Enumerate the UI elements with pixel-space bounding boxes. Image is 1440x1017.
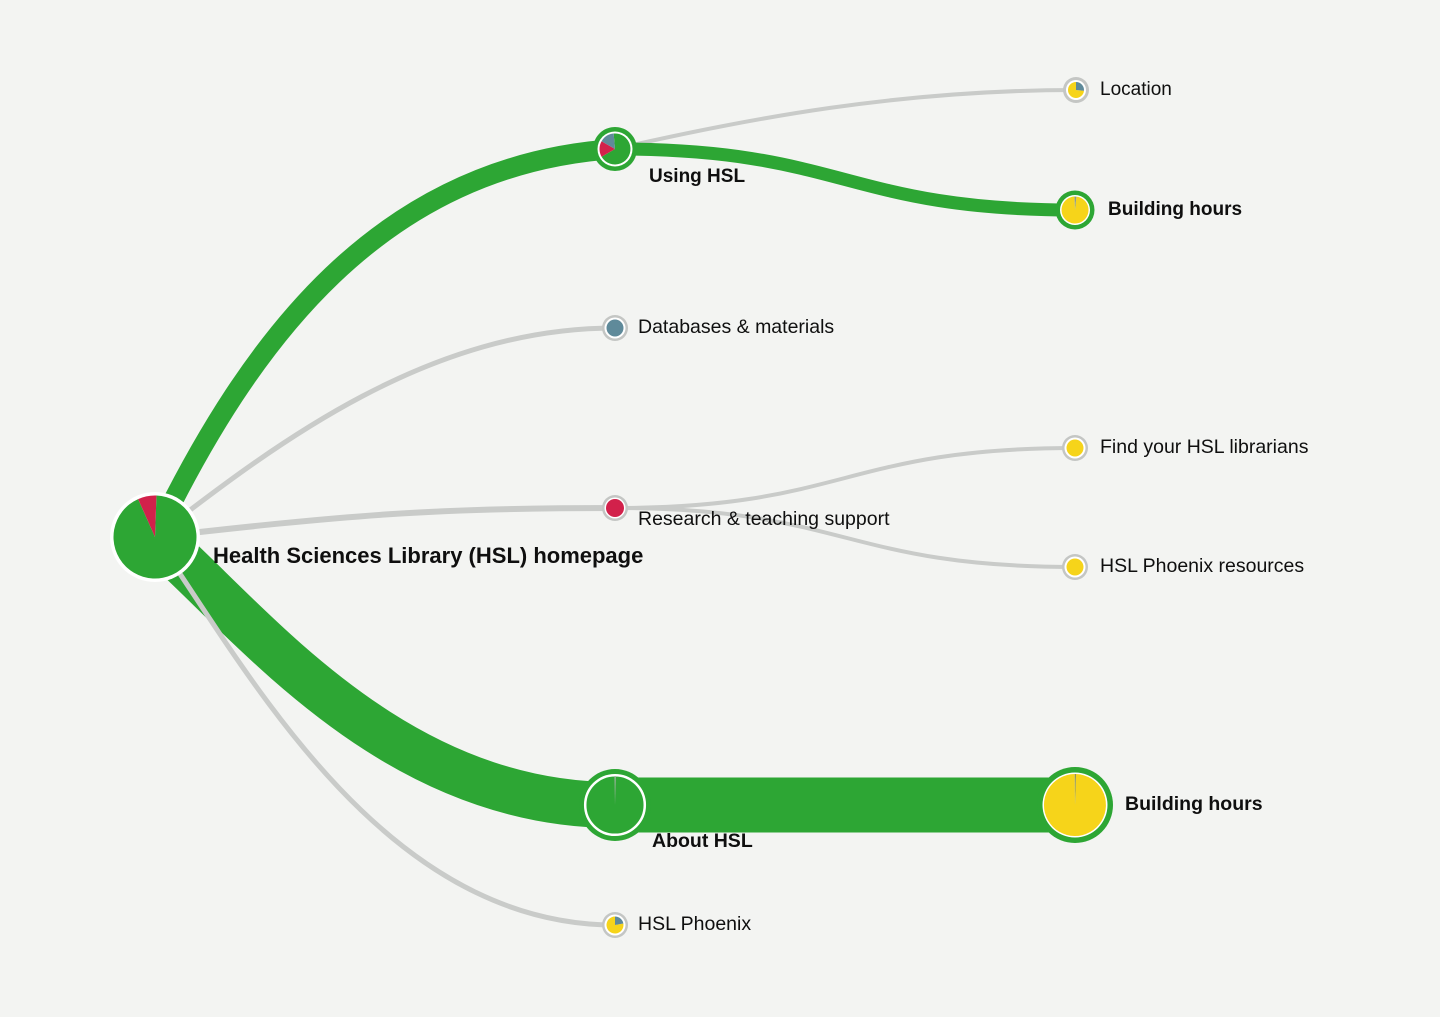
pie-slice-yellow (1066, 439, 1084, 457)
node-using-hsl[interactable] (593, 127, 637, 171)
pie-slice-slate (615, 916, 624, 925)
edge-research-to-phoenix-resources (614, 506, 1076, 569)
node-label-location: Location (1100, 79, 1172, 100)
pie-slice-red (599, 141, 615, 157)
node-label-databases: Databases & materials (638, 316, 834, 338)
node-building-hours-top[interactable] (1055, 190, 1095, 230)
pie-slice-green (601, 133, 631, 165)
node-homepage[interactable] (110, 492, 200, 582)
pie-slice-red (606, 499, 624, 517)
nodes-layer (110, 77, 1113, 938)
node-librarians[interactable] (1062, 435, 1088, 461)
edge-homepage-to-hsl-phoenix (152, 535, 616, 928)
pie-slice-slate (601, 133, 615, 149)
edge-using-hsl-to-location (614, 88, 1077, 151)
node-label-using-hsl: Using HSL (649, 166, 745, 187)
node-research[interactable] (602, 495, 628, 521)
edge-using-hsl-to-building-hours-top (614, 142, 1076, 217)
pie-slice-slate (606, 319, 624, 337)
node-label-building-hours-big: Building hours (1125, 793, 1263, 815)
node-hsl-phoenix[interactable] (602, 912, 628, 938)
edge-homepage-to-databases (153, 325, 616, 539)
node-location[interactable] (1063, 77, 1089, 103)
pie-slice-yellow (1061, 196, 1089, 224)
edge-research-to-librarians (614, 446, 1076, 510)
node-building-hours-big[interactable] (1037, 767, 1113, 843)
pie-slice-green (113, 495, 197, 579)
edge-homepage-to-research (154, 505, 616, 540)
node-about-hsl[interactable] (579, 769, 651, 841)
node-databases[interactable] (602, 315, 628, 341)
edges-layer (139, 88, 1077, 928)
node-label-research: Research & teaching support (638, 508, 890, 530)
pie-slice-yellow (1043, 774, 1106, 836)
node-phoenix-resources[interactable] (1062, 554, 1088, 580)
pie-slice-sliver_gray (1074, 196, 1077, 210)
node-label-building-hours-top: Building hours (1108, 199, 1242, 220)
pie-slice-yellow (1068, 82, 1084, 99)
pie-slice-yellow (606, 916, 624, 934)
node-label-phoenix-resources: HSL Phoenix resources (1100, 555, 1304, 577)
edge-homepage-to-about-hsl (139, 519, 616, 828)
pie-slice-yellow (1066, 558, 1084, 576)
pie-slice-red (138, 495, 157, 537)
node-label-about-hsl: About HSL (652, 830, 753, 852)
pie-slice-slate (1076, 82, 1085, 91)
node-label-librarians: Find your HSL librarians (1100, 436, 1309, 458)
node-label-homepage: Health Sciences Library (HSL) homepage (213, 543, 643, 568)
labels-layer: Health Sciences Library (HSL) homepage Us… (213, 79, 1309, 935)
pie-slice-sliver_olive (1074, 773, 1077, 805)
node-label-hsl-phoenix: HSL Phoenix (638, 913, 751, 935)
pie-slice-sliver_light (614, 775, 616, 805)
edge-homepage-to-using-hsl (145, 139, 616, 542)
